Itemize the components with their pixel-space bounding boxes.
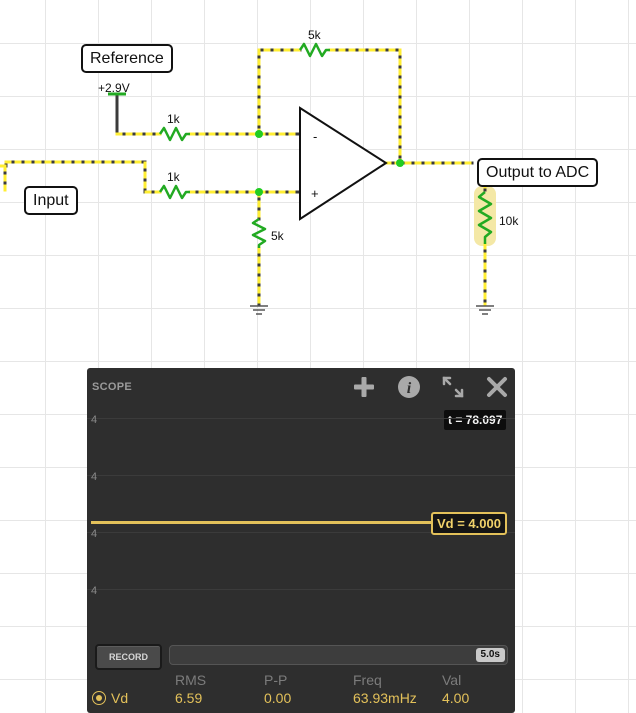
resistors: [158, 42, 493, 248]
op-amp[interactable]: [299, 106, 388, 221]
trace-value-badge: Vd = 4.000: [431, 512, 507, 535]
signal-name: Vd: [111, 690, 129, 706]
expand-icon[interactable]: [440, 374, 466, 400]
load-resistor: [477, 191, 493, 244]
reference-label[interactable]: Reference: [81, 44, 173, 73]
svg-text:i: i: [407, 380, 412, 397]
feedback-resistor: [298, 42, 330, 58]
ground-resistor-label: 5k: [271, 229, 284, 243]
feedback-resistor-label: 5k: [308, 28, 321, 42]
input-resistor: [158, 184, 190, 200]
reference-resistor-label: 1k: [167, 112, 180, 126]
vd-trace: [91, 521, 431, 524]
voltage-source-label: +2.9V: [98, 81, 130, 95]
pp-header: P-P: [264, 672, 288, 688]
load-resistor-label: 10k: [499, 214, 519, 228]
circuit-canvas: [0, 42, 496, 315]
ground-resistor: [251, 217, 267, 248]
plus-icon[interactable]: [351, 374, 377, 400]
reference-resistor: [158, 126, 190, 142]
input-resistor-label: 1k: [167, 170, 180, 184]
rms-header: RMS: [175, 672, 207, 688]
timeline-scale-label: 5.0s: [475, 648, 505, 662]
nodes: [255, 130, 404, 196]
axis-label: 4: [91, 528, 98, 540]
freq-value: 63.93mHz: [353, 690, 417, 706]
axis-label: 4: [91, 471, 98, 483]
freq-header: Freq: [353, 672, 382, 688]
val-header: Val: [442, 672, 462, 688]
time-readout: t = 78.097: [444, 410, 507, 430]
val-value: 4.00: [442, 690, 470, 706]
opamp-plus-label: +: [311, 186, 319, 201]
input-label[interactable]: Input: [24, 186, 78, 215]
signal-radio[interactable]: [92, 691, 106, 705]
axis-label: 4: [91, 585, 98, 597]
ground-symbol-left: [249, 305, 269, 315]
scope-title: SCOPE: [92, 381, 133, 393]
scope-plot-area: [87, 404, 515, 629]
timeline-slider[interactable]: 5.0s: [169, 645, 508, 665]
axis-label: 4: [91, 414, 98, 426]
pp-value: 0.00: [264, 690, 292, 706]
output-label[interactable]: Output to ADC: [477, 158, 599, 187]
ground-symbol-right: [475, 305, 495, 315]
close-icon[interactable]: [484, 374, 510, 400]
opamp-minus-label: -: [313, 129, 318, 144]
rms-value: 6.59: [175, 690, 203, 706]
wires: [0, 48, 487, 307]
info-icon[interactable]: i: [396, 374, 422, 400]
record-button[interactable]: RECORD: [95, 644, 162, 670]
scope-panel[interactable]: SCOPE i t = 78.097 4 4 4 4 Vd = 4.000 RE…: [87, 368, 515, 713]
